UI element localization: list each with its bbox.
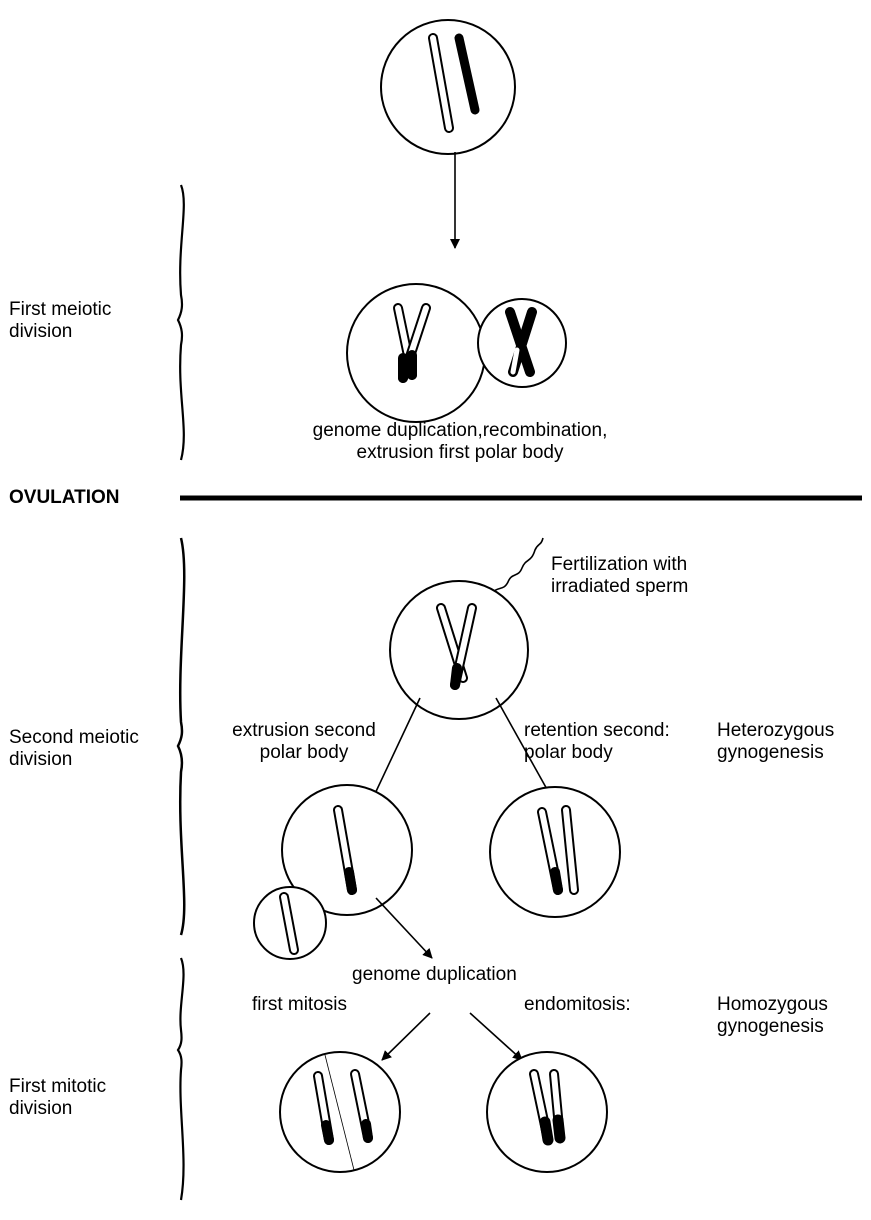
phase-first-meiotic-line2: division <box>9 321 111 343</box>
caption-retention-second-line1: retention second: <box>524 720 670 742</box>
phase-second-meiotic-label: Second meiotic division <box>9 727 139 771</box>
phase-first-meiotic-label: First meiotic division <box>9 299 111 343</box>
caption-first-meiosis: genome duplication,recombination, extrus… <box>260 420 660 464</box>
ovulation-label: OVULATION <box>9 487 119 509</box>
brace-first-meiotic <box>178 185 184 460</box>
caption-heterozygous-line2: gynogenesis <box>717 742 834 764</box>
caption-fertilization: Fertilization with irradiated sperm <box>551 554 688 598</box>
phase-first-meiotic-line1: First meiotic <box>9 299 111 321</box>
second-polar-body <box>254 887 326 959</box>
first-mitosis-cell <box>280 1052 400 1172</box>
first-polar-body <box>478 299 566 387</box>
first-meiosis-cell <box>347 284 485 422</box>
phase-first-mitotic-line1: First mitotic <box>9 1076 106 1098</box>
fertilized-egg-cell <box>390 581 528 719</box>
caption-fertilization-line2: irradiated sperm <box>551 576 688 598</box>
brace-second-meiotic <box>178 538 184 935</box>
sperm-tail <box>491 538 543 595</box>
heterozygous-cell <box>490 787 620 917</box>
caption-extrusion-second-line2: polar body <box>204 742 404 764</box>
caption-endomitosis: endomitosis: <box>524 994 631 1016</box>
arrow-endomitosis <box>470 1013 522 1060</box>
arrow-first-mitosis <box>382 1013 430 1060</box>
caption-fertilization-line1: Fertilization with <box>551 554 688 576</box>
caption-first-meiosis-line2: extrusion first polar body <box>260 442 660 464</box>
caption-heterozygous-line1: Heterozygous <box>717 720 834 742</box>
caption-homozygous-line2: gynogenesis <box>717 1016 828 1038</box>
brace-first-mitotic <box>178 958 184 1200</box>
oocyte-cell <box>381 20 515 154</box>
caption-retention-second: retention second: polar body <box>524 720 670 764</box>
arrow-genome-duplication <box>376 898 432 958</box>
caption-extrusion-second: extrusion second polar body <box>204 720 404 764</box>
caption-first-mitosis: first mitosis <box>252 994 347 1016</box>
caption-heterozygous: Heterozygous gynogenesis <box>717 720 834 764</box>
endomitosis-cell <box>487 1052 607 1172</box>
caption-retention-second-line2: polar body <box>524 742 670 764</box>
caption-first-meiosis-line1: genome duplication,recombination, <box>260 420 660 442</box>
phase-second-meiotic-line2: division <box>9 749 139 771</box>
phase-first-mitotic-line2: division <box>9 1098 106 1120</box>
caption-genome-duplication: genome duplication <box>352 964 517 986</box>
caption-extrusion-second-line1: extrusion second <box>204 720 404 742</box>
caption-homozygous: Homozygous gynogenesis <box>717 994 828 1038</box>
phase-second-meiotic-line1: Second meiotic <box>9 727 139 749</box>
phase-first-mitotic-label: First mitotic division <box>9 1076 106 1120</box>
caption-homozygous-line1: Homozygous <box>717 994 828 1016</box>
